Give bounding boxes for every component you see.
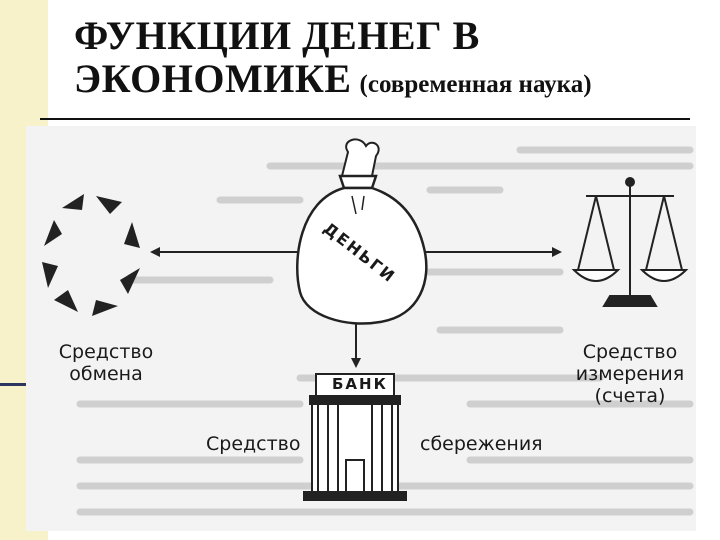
saving-label-left: Средство — [206, 433, 301, 455]
title-note: (современная наука) — [359, 71, 592, 99]
bank-building-icon — [303, 373, 407, 501]
title-line-1: ФУНКЦИИ ДЕНЕГ В — [74, 13, 480, 58]
money-bag-icon — [296, 138, 428, 325]
measure-label-line-1: Средство — [582, 341, 678, 363]
scales-icon — [571, 177, 689, 307]
exchange-label-line-1: Средство — [58, 341, 154, 363]
title-line-2: ЭКОНОМИКЕ — [74, 56, 352, 102]
exchange-label: Средство обмена — [46, 341, 166, 386]
saving-label-right: сбережения — [420, 433, 543, 455]
slide-title: ФУНКЦИИ ДЕНЕГ В ЭКОНОМИКЕ (современная н… — [74, 14, 592, 100]
title-underline — [40, 118, 690, 120]
bank-label: БАНК — [332, 375, 388, 393]
slide-accent-line — [0, 383, 50, 386]
measure-label-line-2: измерения — [575, 362, 685, 385]
measure-label-line-3: (счета) — [594, 384, 666, 407]
measure-label: Средство измерения (счета) — [560, 341, 700, 408]
exchange-label-line-2: обмена — [69, 362, 143, 385]
exchange-cycle-icon — [42, 194, 140, 316]
